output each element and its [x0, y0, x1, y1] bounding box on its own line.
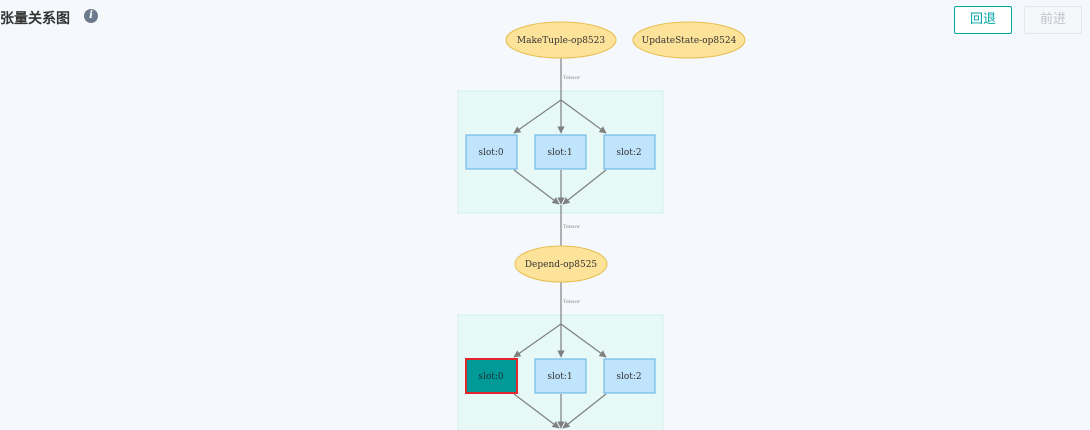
edge-fan-slot2	[560, 99, 607, 134]
slot-node[interactable]: slot:2	[603, 134, 656, 170]
slot-node[interactable]: slot:1	[534, 134, 587, 170]
slot-label: slot:2	[616, 372, 641, 382]
edge-label: Tensor	[563, 75, 581, 81]
slot-node[interactable]: slot:1	[534, 358, 587, 394]
slot-node[interactable]: slot:2	[603, 358, 656, 394]
page-title: 张量关系图	[0, 11, 70, 27]
node-depend[interactable]: Depend-op8525	[514, 245, 608, 283]
slot-label: slot:1	[547, 148, 572, 158]
edge-merge-slot2	[562, 169, 607, 205]
node-updatestate[interactable]: UpdateState-op8524	[632, 21, 746, 59]
forward-button[interactable]: 前进	[1024, 6, 1082, 34]
node-maketuple[interactable]: MakeTuple-op8523	[505, 21, 617, 59]
node-maketuple-label: MakeTuple-op8523	[517, 36, 606, 46]
edge2-fan-slot2	[560, 323, 607, 358]
edge-label: Tensor	[563, 299, 581, 305]
node-updatestate-label: UpdateState-op8524	[642, 36, 737, 46]
slot-label: slot:0	[478, 148, 504, 158]
node-depend-label: Depend-op8525	[525, 260, 598, 270]
slot-label: slot:1	[547, 372, 572, 382]
edge2-merge-slot2	[562, 393, 607, 429]
back-button[interactable]: 回退	[954, 6, 1012, 34]
slot-label: slot:0	[478, 372, 504, 382]
edge-fan-slot0	[513, 99, 562, 134]
slot-label: slot:2	[616, 148, 641, 158]
edge-label: Tensor	[563, 224, 581, 230]
edge2-merge-slot0	[513, 393, 560, 429]
slot-node[interactable]: slot:0	[465, 134, 518, 170]
info-icon[interactable]: i	[84, 9, 98, 23]
edge-merge-slot0	[513, 169, 560, 205]
slot-node-selected[interactable]: slot:0	[465, 358, 518, 394]
edge2-fan-slot0	[513, 323, 562, 358]
